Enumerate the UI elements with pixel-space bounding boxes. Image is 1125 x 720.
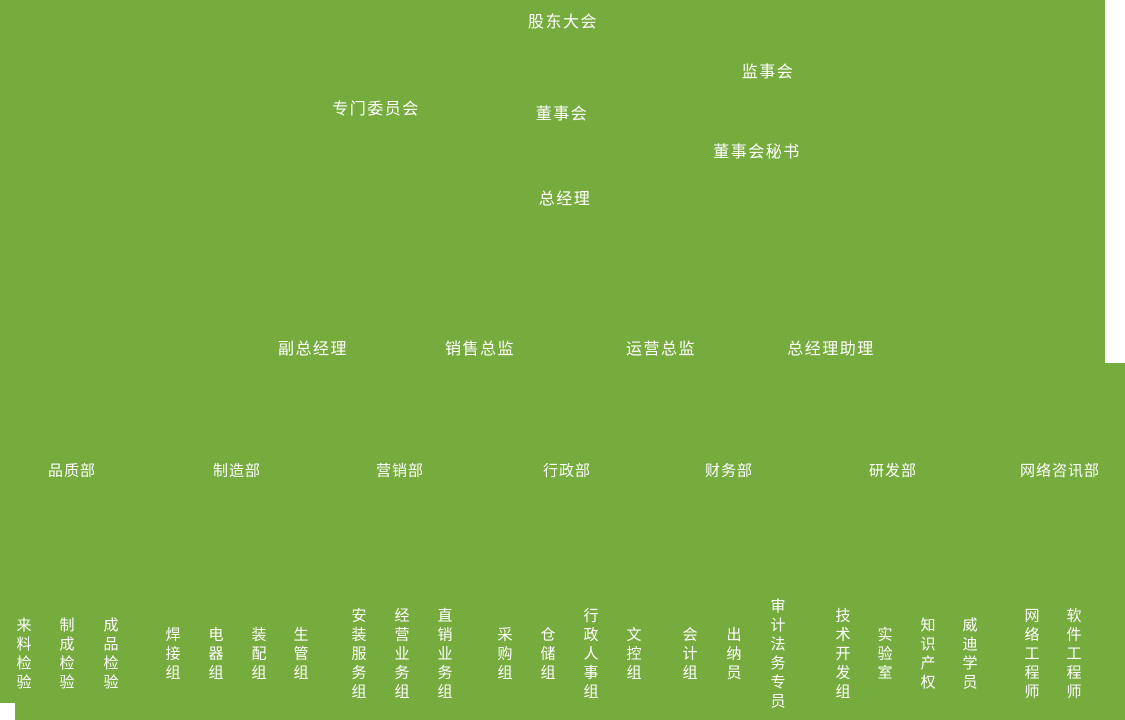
node-network-engineer: 网络工程师	[1022, 607, 1040, 703]
node-marketing-dept: 营销部	[375, 462, 425, 480]
node-manufacturing-dept: 制造部	[212, 462, 262, 480]
node-incoming-material-inspection: 来料检验	[14, 617, 32, 693]
node-installation-service-team: 安装服务组	[349, 607, 367, 703]
node-general-manager: 总经理	[538, 191, 592, 208]
node-intellectual-property: 知识产权	[918, 617, 936, 693]
canvas-gap-bottom-left	[0, 703, 15, 720]
node-weidi-trainee: 威迪学员	[960, 617, 978, 693]
node-shareholders-meeting: 股东大会	[527, 14, 599, 31]
node-sales-director: 销售总监	[444, 341, 516, 358]
node-direct-sales-team: 直销业务组	[435, 607, 453, 703]
node-assembly-team: 装配组	[249, 626, 267, 684]
node-admin-dept: 行政部	[542, 462, 592, 480]
canvas-background-bottom	[0, 363, 1125, 720]
node-gm-assistant: 总经理助理	[787, 341, 875, 358]
node-accounting-team: 会计组	[680, 626, 698, 684]
node-welding-team: 焊接组	[163, 626, 181, 684]
node-electrical-team: 电器组	[206, 626, 224, 684]
node-admin-hr-team: 行政人事组	[581, 607, 599, 703]
node-deputy-general-manager: 副总经理	[277, 341, 349, 358]
node-technology-development-team: 技术开发组	[833, 607, 851, 703]
node-finance-dept: 财务部	[704, 462, 754, 480]
node-laboratory: 实验室	[875, 626, 893, 684]
canvas-background-top	[0, 0, 1105, 363]
node-board-of-directors: 董事会	[535, 106, 589, 123]
node-network-info-dept: 网络咨讯部	[1019, 462, 1101, 480]
node-business-operations-team: 经营业务组	[392, 607, 410, 703]
node-audit-legal-specialist: 审计法务专员	[768, 598, 786, 712]
node-quality-dept: 品质部	[47, 462, 97, 480]
node-board-secretary: 董事会秘书	[713, 144, 801, 161]
node-warehousing-team: 仓储组	[538, 626, 556, 684]
node-purchasing-team: 采购组	[495, 626, 513, 684]
node-process-inspection: 制成检验	[57, 617, 75, 693]
node-production-control-team: 生管组	[291, 626, 309, 684]
node-finished-product-inspection: 成品检验	[101, 617, 119, 693]
node-rd-dept: 研发部	[868, 462, 918, 480]
node-supervisory-board: 监事会	[741, 64, 795, 81]
node-document-control-team: 文控组	[624, 626, 642, 684]
node-cashier: 出纳员	[724, 626, 742, 684]
node-operations-director: 运营总监	[625, 341, 697, 358]
node-software-engineer: 软件工程师	[1064, 607, 1082, 703]
node-special-committee: 专门委员会	[332, 101, 420, 118]
